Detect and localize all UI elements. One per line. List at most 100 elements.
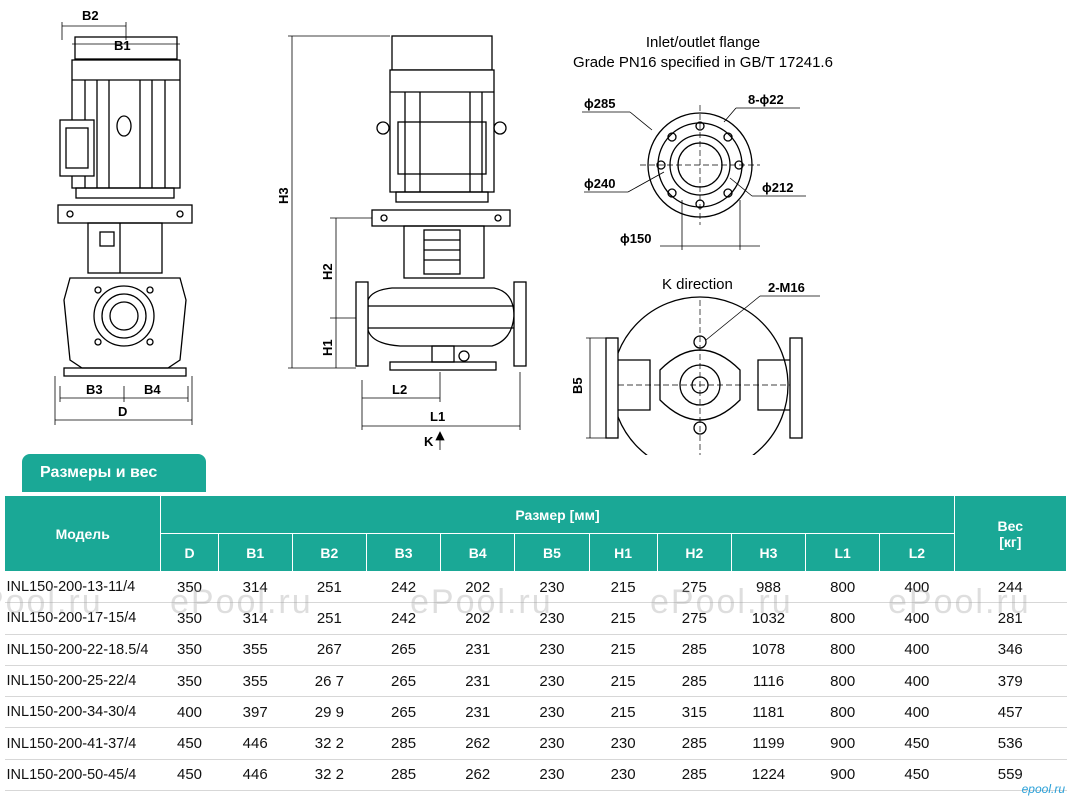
value-cell: 251 — [292, 571, 367, 604]
model-cell: INL150-200-17-15/4 — [4, 602, 161, 635]
column-header-row: D B1 B2 B3 B4 B5 H1 H2 H3 L1 L2 — [5, 533, 1067, 572]
value-cell: 285 — [657, 634, 732, 666]
col-header-l2: L2 — [879, 533, 955, 572]
value-cell: 400 — [879, 571, 955, 604]
value-cell: 285 — [657, 759, 732, 792]
value-cell: 450 — [879, 727, 955, 760]
weight-header-label: Вес — [997, 517, 1024, 534]
value-cell: 215 — [589, 602, 658, 635]
value-cell: 1199 — [731, 727, 806, 760]
value-cell: 267 — [292, 634, 367, 666]
value-cell: 215 — [589, 665, 658, 698]
value-cell: 450 — [160, 759, 219, 792]
value-cell: 397 — [218, 696, 293, 729]
value-cell: 231 — [440, 634, 515, 666]
value-cell: 457 — [954, 696, 1067, 729]
col-header-l1: L1 — [805, 533, 881, 572]
value-cell: 202 — [440, 571, 515, 604]
front-b3-label: B3 — [86, 382, 103, 397]
value-cell: 559 — [954, 759, 1067, 792]
front-d-label: D — [118, 404, 127, 419]
value-cell: 446 — [218, 727, 293, 760]
value-cell: 800 — [805, 571, 880, 604]
value-cell: 231 — [440, 665, 515, 698]
model-cell: INL150-200-41-37/4 — [4, 727, 161, 760]
value-cell: 32 2 — [292, 759, 367, 792]
col-header-b4: B4 — [440, 533, 516, 572]
value-cell: 350 — [160, 602, 219, 635]
dimensions-table: Модель Размер [мм] Вес [кг] D B1 B2 B3 B… — [3, 495, 1068, 792]
value-cell: 242 — [366, 571, 441, 604]
k-direction-drawing — [586, 295, 820, 455]
model-cell: INL150-200-50-45/4 — [4, 759, 161, 792]
col-header-d: D — [160, 533, 219, 572]
value-cell: 400 — [160, 696, 219, 729]
value-cell: 230 — [514, 602, 590, 635]
value-cell: 230 — [514, 634, 590, 666]
value-cell: 350 — [160, 571, 219, 604]
value-cell: 251 — [292, 602, 367, 635]
value-cell: 215 — [589, 696, 658, 729]
col-header-b2: B2 — [291, 533, 367, 572]
value-cell: 346 — [954, 634, 1067, 666]
flange-d150-label: ϕ150 — [620, 231, 651, 246]
value-cell: 315 — [657, 696, 732, 729]
col-header-b3: B3 — [365, 533, 442, 572]
value-cell: 230 — [514, 759, 590, 792]
value-cell: 285 — [366, 727, 441, 760]
weight-header: Вес [кг] — [953, 495, 1068, 572]
section-title-tab: Размеры и вес — [22, 454, 206, 492]
side-h3-label: H3 — [276, 187, 291, 204]
col-header-b1: B1 — [217, 533, 293, 572]
value-cell: 26 7 — [292, 665, 367, 698]
value-cell: 265 — [366, 665, 441, 698]
value-cell: 355 — [218, 665, 293, 698]
front-b2-label: B2 — [82, 8, 99, 23]
value-cell: 800 — [805, 696, 880, 729]
value-cell: 800 — [805, 665, 880, 698]
value-cell: 988 — [731, 571, 806, 604]
value-cell: 244 — [954, 571, 1067, 604]
value-cell: 29 9 — [292, 696, 367, 729]
value-cell: 230 — [514, 665, 590, 698]
flange-note-line1: Inlet/outlet flange — [646, 34, 760, 51]
flange-d240-label: ϕ240 — [584, 176, 615, 191]
value-cell: 265 — [366, 696, 441, 729]
value-cell: 202 — [440, 602, 515, 635]
value-cell: 400 — [879, 665, 955, 698]
k-b5-label: B5 — [570, 377, 585, 394]
model-cell: INL150-200-13-11/4 — [4, 571, 161, 604]
value-cell: 350 — [160, 634, 219, 666]
value-cell: 242 — [366, 602, 441, 635]
value-cell: 379 — [954, 665, 1067, 698]
front-b1-label: B1 — [114, 38, 131, 53]
watermark-small: epool.ru — [1021, 782, 1065, 796]
value-cell: 1116 — [731, 665, 806, 698]
value-cell: 446 — [218, 759, 293, 792]
k-bolts-label: 2-M16 — [768, 280, 805, 295]
value-cell: 1032 — [731, 602, 806, 635]
model-cell: INL150-200-25-22/4 — [4, 665, 161, 698]
value-cell: 1224 — [731, 759, 806, 792]
value-cell: 900 — [805, 759, 880, 792]
side-l2-label: L2 — [392, 382, 407, 397]
value-cell: 275 — [657, 602, 732, 635]
value-cell: 536 — [954, 727, 1067, 760]
side-h1-label: H1 — [320, 339, 335, 356]
flange-d285-label: ϕ285 — [584, 96, 615, 111]
side-k-label: K — [424, 434, 434, 449]
flange-note-line2: Grade PN16 specified in GB/T 17241.6 — [573, 54, 833, 71]
value-cell: 265 — [366, 634, 441, 666]
front-b4-label: B4 — [144, 382, 161, 397]
value-cell: 285 — [657, 727, 732, 760]
value-cell: 230 — [589, 759, 658, 792]
value-cell: 285 — [657, 665, 732, 698]
value-cell: 400 — [879, 696, 955, 729]
technical-drawings: Inlet/outlet flange Grade PN16 specified… — [54, 8, 833, 455]
value-cell: 215 — [589, 571, 658, 604]
